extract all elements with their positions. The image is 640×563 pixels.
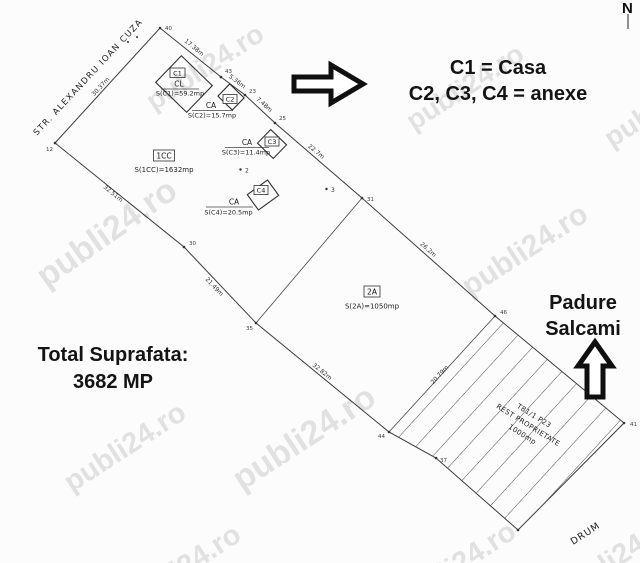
watermark-text: publi24.ro bbox=[548, 507, 640, 563]
dim-edge-23-25: 7.48m bbox=[255, 96, 274, 114]
point-2-dot bbox=[239, 168, 242, 171]
road-label: DRUM bbox=[569, 520, 603, 547]
building-c1-label-box bbox=[169, 67, 186, 78]
forest-arrow-icon bbox=[573, 337, 617, 400]
building-c2-label-box bbox=[222, 94, 238, 104]
building-c4-type: CA bbox=[229, 198, 240, 207]
vertex-dot bbox=[493, 314, 497, 318]
building-c3-area: S(C3)=11.4mp bbox=[222, 149, 270, 157]
vertex-dot bbox=[254, 321, 258, 325]
legend-arrow-icon bbox=[291, 60, 368, 108]
vertex-label-41: 41 bbox=[630, 422, 637, 428]
vertex-label-23: 23 bbox=[249, 89, 256, 95]
parcel-2a-label: 2A bbox=[367, 288, 378, 297]
building-c3-label: C3 bbox=[268, 138, 277, 146]
forest-line1: Padure bbox=[549, 292, 617, 314]
vertex-label-46: 46 bbox=[500, 310, 507, 316]
vertex-dot bbox=[516, 528, 520, 532]
building-c1-area: S(C1)=59.2mp bbox=[156, 90, 204, 98]
survey-tick bbox=[136, 36, 138, 38]
vertex-label-43: 43 bbox=[225, 69, 232, 75]
vertex-dot bbox=[182, 245, 186, 249]
vertex-dots bbox=[53, 26, 626, 532]
building-c4-footprint bbox=[246, 179, 280, 211]
divider-2a-rest bbox=[388, 315, 496, 433]
parcel-1cc-label: 1CC bbox=[156, 152, 171, 161]
vertex-dot bbox=[219, 75, 223, 79]
vertex-dot bbox=[360, 196, 364, 200]
building-c1-type: CL bbox=[174, 80, 184, 89]
building-c4-label-box bbox=[253, 185, 269, 195]
building-c4-label: C4 bbox=[257, 187, 266, 195]
parcel-1cc-label-box bbox=[153, 149, 175, 162]
building-c4-area: S(C4)=20.5mp bbox=[204, 209, 252, 217]
vertex-dot bbox=[434, 456, 438, 460]
rest-property-hatch bbox=[389, 316, 624, 530]
watermark-text: publi24.ro bbox=[140, 18, 269, 117]
building-c1-label: C1 bbox=[173, 70, 182, 78]
vertex-dot bbox=[243, 93, 247, 97]
watermark-text: publi24.ro bbox=[598, 55, 640, 154]
watermark-text: publi24.ro bbox=[113, 518, 247, 563]
building-c2-label: C2 bbox=[226, 96, 235, 104]
vertex-labels: 12 40 43 23 25 31 46 41 44 37 35 30 bbox=[46, 26, 637, 464]
vertex-label-35: 35 bbox=[246, 326, 253, 332]
vertex-label-12: 12 bbox=[46, 147, 53, 153]
building-c3-type: CA bbox=[242, 138, 253, 147]
dim-edge-35-44: 32.82m bbox=[311, 362, 333, 382]
parcel-1cc-area: S(1CC)=1632mp bbox=[134, 166, 194, 174]
vertex-label-40: 40 bbox=[165, 26, 172, 32]
street-name: STR. ALEXANDRU IOAN CUZA bbox=[32, 17, 145, 138]
point-3-dot bbox=[325, 187, 328, 191]
vertex-label-31: 31 bbox=[367, 197, 374, 203]
vertex-label-25: 25 bbox=[279, 116, 286, 122]
divider-1cc-2a bbox=[255, 197, 363, 324]
parcel-2a-area: S(2A)=1050mp bbox=[345, 303, 400, 311]
watermark-text: publi24.ro bbox=[456, 197, 594, 303]
vertex-dot bbox=[158, 26, 162, 30]
survey-tick bbox=[127, 41, 129, 43]
total-area-line2: 3682 MP bbox=[73, 371, 153, 393]
legend-line1: C1 = Casa bbox=[450, 57, 547, 79]
watermark-text: publi24.ro bbox=[226, 378, 383, 498]
point-3-label: 3 bbox=[331, 187, 335, 194]
survey-points: 2 3 bbox=[239, 168, 335, 194]
vertex-dot bbox=[53, 141, 57, 145]
north-indicator: N bbox=[622, 0, 633, 17]
watermark-text: publi24.ro bbox=[388, 515, 522, 563]
vertex-dot bbox=[387, 430, 391, 434]
vertex-label-37: 37 bbox=[440, 458, 447, 464]
total-area-line1: Total Suprafata: bbox=[38, 344, 189, 366]
parcel-2a-label-box bbox=[363, 285, 381, 298]
watermark-text: publi24.ro bbox=[58, 396, 192, 498]
vertex-dot bbox=[622, 421, 626, 425]
vertex-label-44: 44 bbox=[378, 434, 385, 440]
point-2-label: 2 bbox=[245, 168, 249, 175]
building-c4-shape bbox=[246, 179, 280, 211]
building-c2-type: CA bbox=[206, 101, 217, 110]
vertex-label-30: 30 bbox=[189, 241, 196, 247]
legend-line2: C2, C3, C4 = anexe bbox=[409, 83, 587, 105]
building-c3-label-box bbox=[264, 136, 280, 147]
vertex-dot bbox=[273, 121, 277, 125]
forest-line2: Salcami bbox=[545, 318, 621, 340]
building-c2-area: S(C2)=15.7mp bbox=[188, 112, 236, 120]
